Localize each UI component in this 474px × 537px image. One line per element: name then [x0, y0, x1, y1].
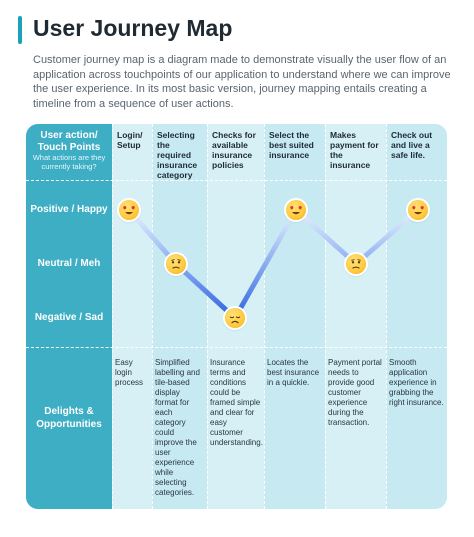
column-divider: [152, 124, 153, 509]
stage-opportunity-note: Smooth application experience in grabbin…: [389, 358, 444, 407]
column-divider: [264, 124, 265, 509]
stage-opportunity-note: Payment portal needs to provide good cus…: [328, 358, 382, 427]
column-divider: [207, 124, 208, 509]
stage-column: [152, 124, 207, 509]
row-label-panel: [26, 124, 112, 509]
stage-opportunity-note: Insurance terms and conditions could be …: [210, 358, 263, 447]
row-label-delights: Delights & Opportunities: [36, 406, 102, 430]
page-title: User Journey Map: [33, 15, 233, 41]
stage-column: [386, 124, 447, 509]
stage-action: Login/ Setup: [117, 130, 143, 150]
heart-eyes-emoji-icon: [119, 200, 139, 220]
title-accent-bar: [18, 16, 22, 44]
stage-action: Check out and live a safe life.: [391, 130, 433, 160]
row-label-actions-subtitle: What actions are they currently taking?: [32, 153, 106, 171]
stage-column: [264, 124, 325, 509]
stage-action: Makes payment for the insurance: [330, 130, 379, 170]
column-divider: [112, 124, 113, 509]
row-label-negative: Negative / Sad: [34, 312, 104, 323]
row-divider-emotions: [26, 347, 447, 348]
row-label-neutral: Neutral / Meh: [37, 258, 101, 269]
emotion-line: [126, 207, 421, 321]
row-label-positive: Positive / Happy: [30, 204, 108, 215]
stage-opportunity-note: Locates the best insurance in a quickie.: [267, 358, 320, 387]
journey-map-board: User action/ Touch Points What actions a…: [26, 124, 447, 509]
page-description: Customer journey map is a diagram made t…: [33, 54, 451, 110]
stage-column: [112, 124, 152, 509]
stage-action: Selecting the required insurance categor…: [157, 130, 198, 180]
stage-opportunity-note: Easy login process: [115, 358, 144, 387]
row-divider-actions: [26, 180, 447, 181]
stage-action: Checks for available insurance policies: [212, 130, 256, 170]
heart-eyes-emoji-icon: [286, 200, 306, 220]
heart-eyes-emoji-icon: [408, 200, 428, 220]
emotion-curve: [126, 207, 421, 321]
neutral-face-emoji-icon: [166, 254, 186, 274]
stage-column: [325, 124, 386, 509]
stage-action: Select the best suited insurance: [269, 130, 314, 160]
sad-face-emoji-icon: [225, 308, 245, 328]
column-divider: [386, 124, 387, 509]
column-divider: [325, 124, 326, 509]
row-label-actions: User action/ Touch Points: [37, 130, 101, 153]
stage-opportunity-note: Simplified labelling and tile-based disp…: [155, 358, 200, 497]
neutral-face-emoji-icon: [346, 254, 366, 274]
